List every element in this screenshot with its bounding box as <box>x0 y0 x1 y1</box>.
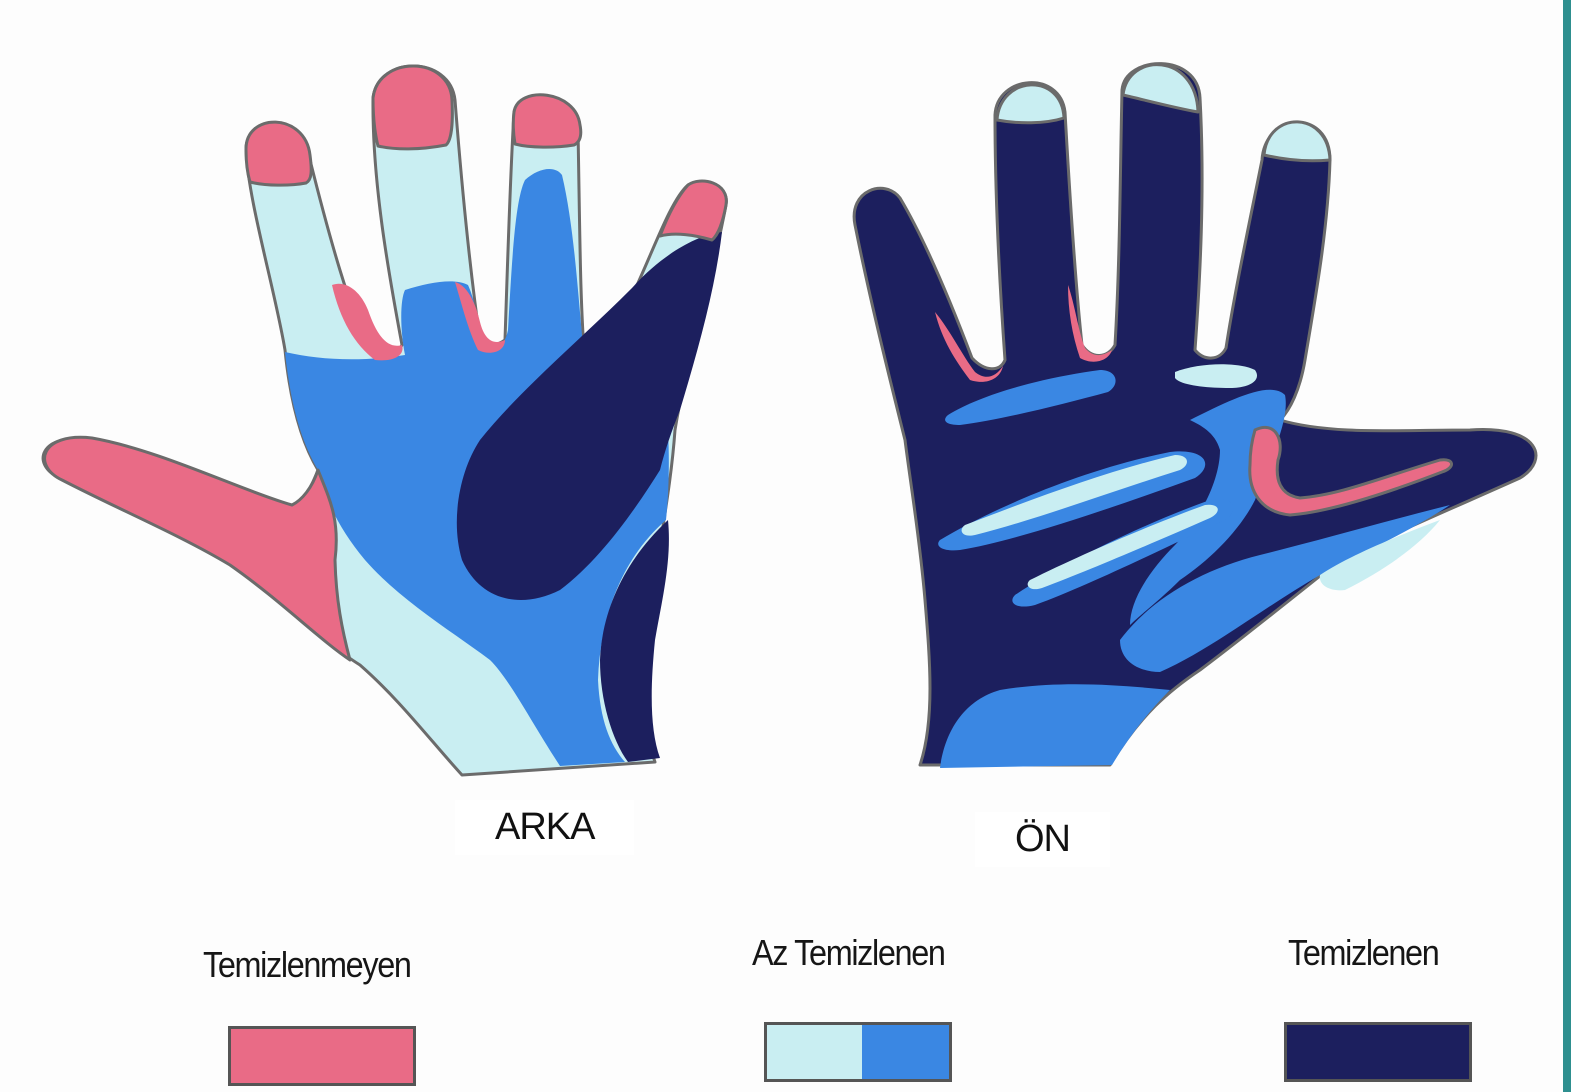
legend-swatch-medium-half <box>862 1025 949 1079</box>
back-index-tip <box>660 181 726 240</box>
legend-swatch-missed <box>228 1026 416 1086</box>
back-hand <box>43 66 726 775</box>
back-ring-tip <box>373 66 452 149</box>
right-edge-stripe <box>1563 0 1571 1092</box>
legend-title-missed: Temizlenmeyen <box>203 944 411 986</box>
back-hand-thumb-missed <box>45 437 350 660</box>
front-middle-tip <box>1264 122 1330 161</box>
legend-swatch-light-half <box>767 1025 862 1079</box>
legend-title-less-cleaned: Az Temizlenen <box>752 932 945 974</box>
back-pinky-tip <box>246 122 311 185</box>
front-hand-label: ÖN <box>975 812 1110 867</box>
legend-swatch-less-cleaned <box>764 1022 952 1082</box>
back-hand-label: ARKA <box>455 800 634 855</box>
front-hand <box>854 64 1536 768</box>
legend-swatch-cleaned <box>1284 1022 1472 1082</box>
legend-title-cleaned: Temizlenen <box>1288 932 1438 974</box>
back-middle-tip <box>513 95 580 147</box>
